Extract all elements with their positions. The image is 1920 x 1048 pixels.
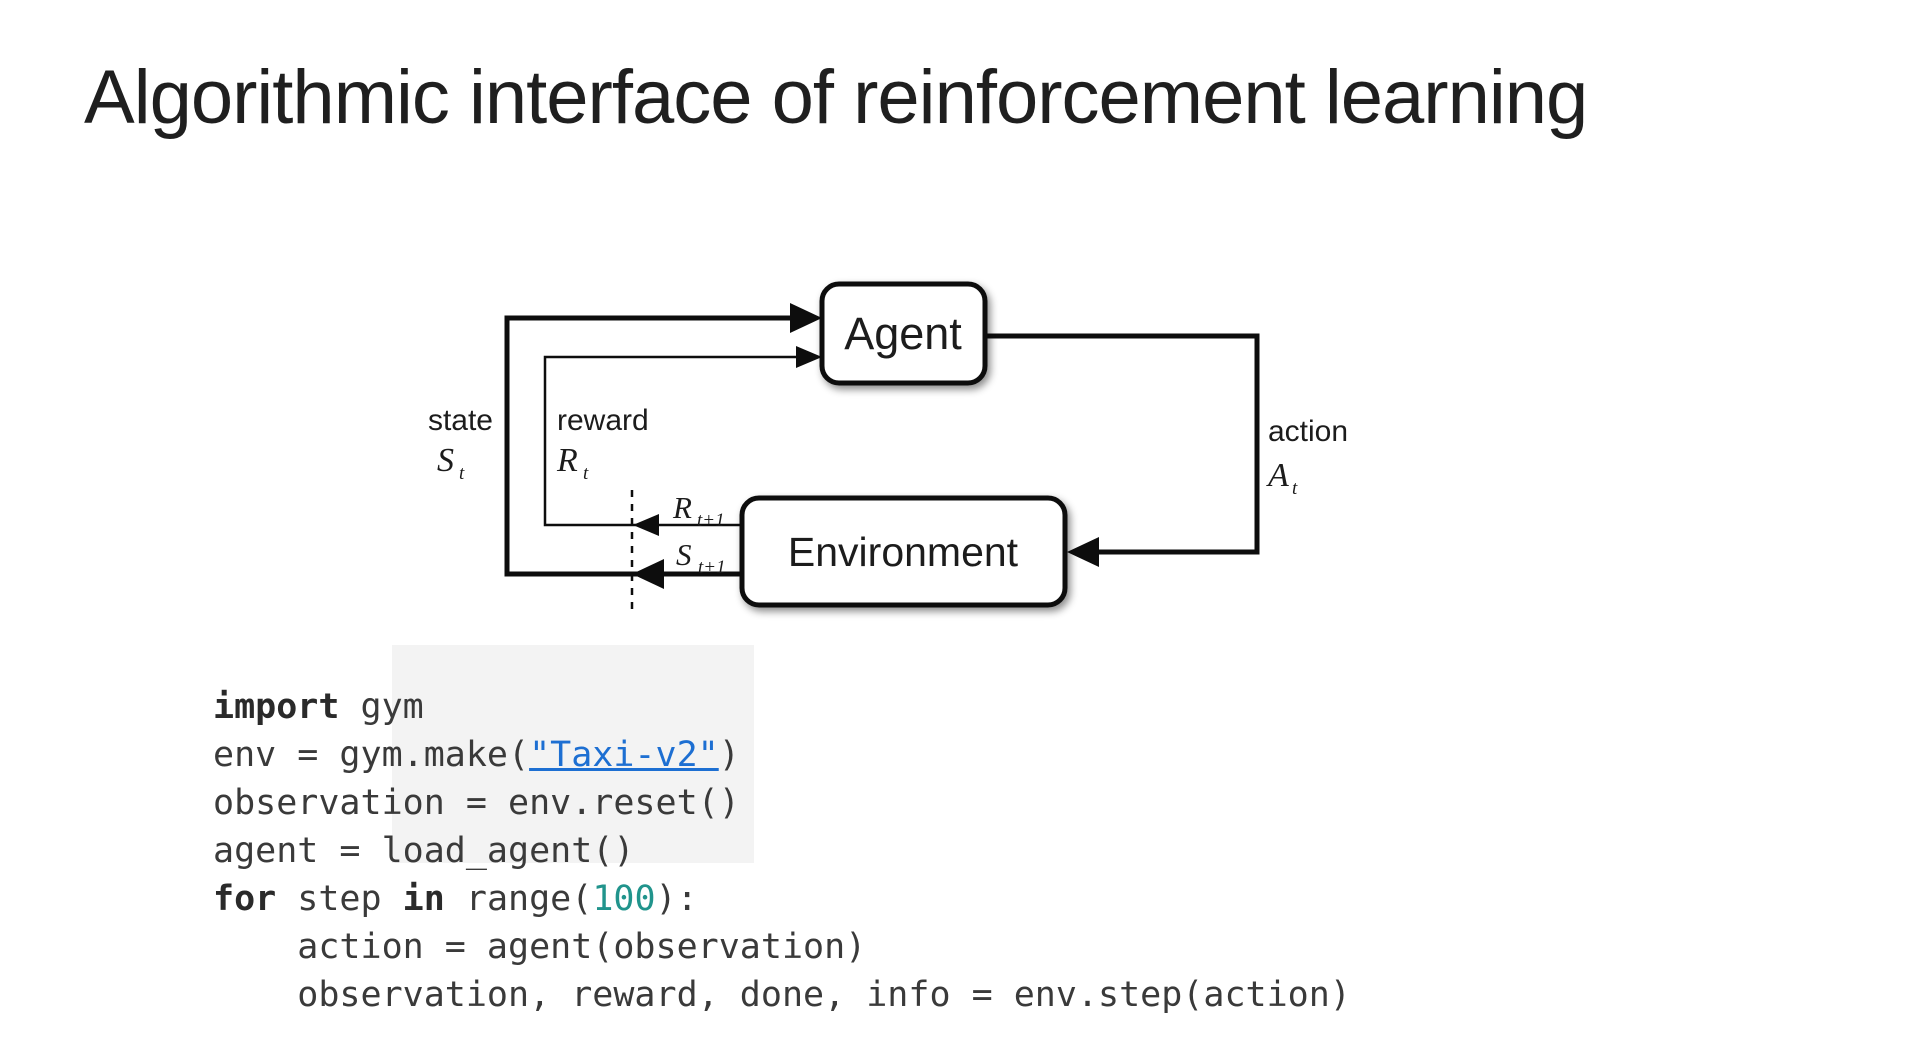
state-loop-line (504, 315, 798, 577)
reward-symbol-subscript: t (583, 463, 589, 484)
agent-box (819, 281, 988, 386)
code-text: env = gym.make( (213, 735, 530, 775)
code-text: gym (339, 687, 424, 727)
state-symbol: S (437, 442, 454, 479)
code-text: step (276, 879, 403, 919)
next-state-arrowhead (632, 559, 664, 589)
next-reward-arrowhead (633, 514, 659, 536)
code-line: action = agent(observation) (213, 923, 1351, 971)
code-background-panel (392, 645, 754, 863)
action-symbol: A (1266, 457, 1289, 494)
taxi-v2-env-link[interactable]: "Taxi-v2" (529, 735, 719, 775)
code-text: ): (655, 879, 698, 919)
reward-symbol: R (556, 442, 578, 479)
code-line: for step in range(100): (213, 875, 1351, 923)
code-keyword: in (402, 879, 445, 919)
code-line: import gym (213, 683, 1351, 731)
code-text: observation = env.reset() (213, 783, 740, 823)
next-state-subscript: t+1 (698, 557, 726, 578)
code-line: env = gym.make("Taxi-v2") (213, 731, 1351, 779)
action-symbol-subscript: t (1292, 478, 1298, 499)
reward-label: reward (557, 404, 649, 437)
next-reward-symbol: R (672, 490, 692, 525)
reward-into-agent-arrowhead (796, 346, 822, 368)
next-reward-subscript: t+1 (697, 510, 725, 531)
environment-box-label: Environment (788, 529, 1019, 575)
environment-box (739, 495, 1068, 608)
action-line (985, 333, 1260, 555)
range-count-number: 100 (592, 879, 656, 919)
code-text: ) (718, 735, 740, 775)
code-text: range( (444, 879, 593, 919)
code-text: action = agent(observation) (213, 927, 867, 967)
code-text: agent = load_agent() (213, 831, 635, 871)
state-label: state (428, 404, 493, 437)
slide-title: Algorithmic interface of reinforcement l… (84, 55, 1588, 140)
action-into-environment-arrowhead (1067, 537, 1099, 567)
code-text: observation, reward, done, info = env.st… (213, 975, 1351, 1015)
code-keyword: for (213, 879, 277, 919)
code-keyword: import (213, 687, 340, 727)
action-label: action (1268, 415, 1348, 448)
next-state-symbol: S (676, 537, 692, 572)
code-line: observation = env.reset() (213, 779, 1351, 827)
agent-box-label: Agent (844, 308, 962, 359)
state-symbol-subscript: t (459, 463, 465, 484)
code-line: agent = load_agent() (213, 827, 1351, 875)
state-into-agent-arrowhead (790, 303, 822, 333)
code-line: observation, reward, done, info = env.st… (213, 971, 1351, 1019)
